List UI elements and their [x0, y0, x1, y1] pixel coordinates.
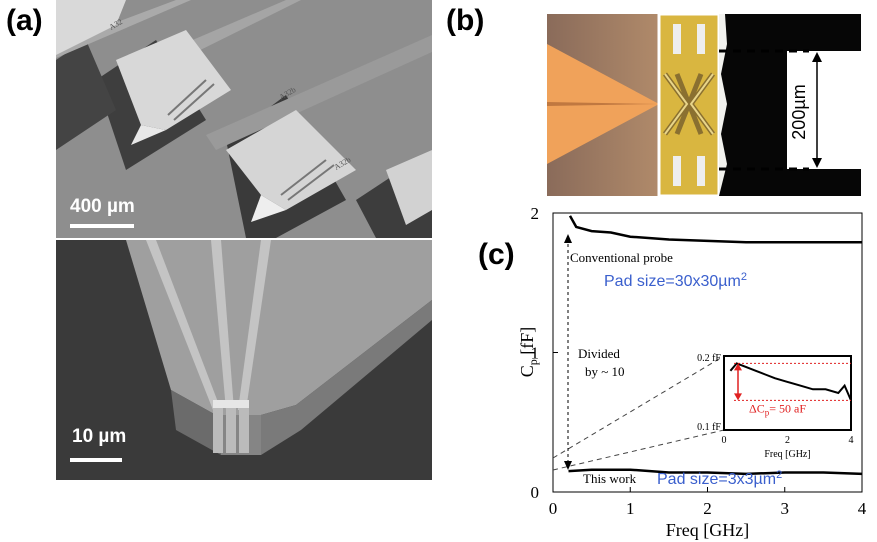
scalebar-bottom-line: [70, 458, 122, 462]
probe-chip-1: [116, 30, 231, 130]
optical-image: 200µm: [547, 14, 861, 196]
divided-arrow-head-bottom: [564, 461, 572, 470]
zoom-line-bottom: [552, 429, 725, 471]
x-tick-label: 1: [626, 499, 635, 518]
optical-probe-graphic: 200µm: [547, 14, 861, 196]
probe-chip-2: [226, 110, 356, 210]
conventional-probe-label: Conventional probe: [570, 250, 673, 265]
panel-a-label: (a): [6, 4, 43, 37]
this-work-label: This work: [583, 471, 637, 486]
divided-arrow-head-top: [564, 234, 572, 243]
scalebar-top-label: 400 µm: [70, 196, 135, 217]
y-tick-label: 1: [531, 344, 540, 363]
sem-probe-array-graphic: A32b A32b A32: [56, 0, 432, 238]
x-tick-label: 0: [549, 499, 558, 518]
inset-x-tick: 2: [785, 435, 790, 446]
inset-y-tick: 0.2 fF: [697, 353, 721, 364]
x-tick-label: 2: [703, 499, 712, 518]
divided-label-1: Divided: [578, 346, 620, 361]
inset-series-line: [729, 362, 852, 401]
x-axis-label: Freq [GHz]: [666, 520, 749, 540]
delta-arrow-head-top: [734, 363, 742, 371]
delta-cp-label: ΔCp= 50 aF: [749, 401, 806, 417]
x-tick-label: 4: [858, 499, 867, 518]
divided-label-2: by ~ 10: [585, 364, 625, 379]
inset-x-label: Freq [GHz]: [764, 449, 810, 460]
dimension-label: 200µm: [789, 84, 809, 139]
probe-chip-3: [56, 0, 126, 55]
scalebar-bottom-label: 10 µm: [72, 426, 127, 447]
sem-image-top: A32b A32b A32 400 µm: [56, 0, 432, 238]
inset-x-tick: 0: [722, 435, 727, 446]
y-tick-label: 2: [531, 204, 540, 223]
conventional-pad-label: Pad size=30x30µm2: [604, 271, 747, 290]
zoom-line-top: [552, 355, 725, 459]
series-line-1: [568, 468, 863, 476]
inset-x-tick: 4: [849, 435, 854, 446]
panel-c-label: (c): [478, 238, 515, 271]
sem-image-bottom: 10 µm: [56, 240, 432, 480]
inset-frame: [723, 355, 852, 431]
delta-arrow-head-bottom: [734, 393, 742, 401]
scalebar-top-line: [70, 224, 134, 228]
this-work-pad-label: Pad size=3x3µm2: [657, 469, 782, 488]
series-line-0: [568, 215, 862, 244]
y-tick-label: 0: [531, 483, 540, 502]
inset-y-tick: 0.1 fF: [697, 422, 721, 433]
panel-b-label: (b): [446, 4, 485, 37]
y-axis-label: Cp [fF]: [517, 327, 540, 378]
sem-probe-tip-graphic: [56, 240, 432, 480]
x-tick-label: 3: [781, 499, 790, 518]
